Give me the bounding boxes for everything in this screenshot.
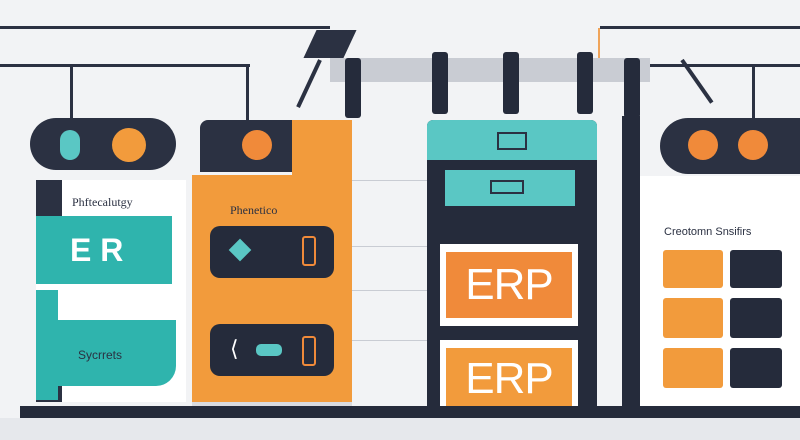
left-panel-side-tile — [36, 290, 58, 400]
center-panel-slot — [445, 170, 575, 206]
lamp-icon — [624, 58, 640, 118]
center-left-caption: Phenetico — [230, 203, 278, 217]
traffic-light-icon — [242, 130, 272, 160]
right-traffic-light — [660, 118, 800, 174]
right-grid-cell — [663, 250, 723, 288]
connector-line — [352, 180, 428, 181]
traffic-light-icon — [688, 130, 718, 160]
link-icon: ⟨ — [230, 336, 239, 361]
ceiling-rail — [330, 58, 650, 82]
left-panel-footer: Sycrrets — [78, 348, 123, 362]
center-tile-bottom: ERP — [446, 348, 572, 410]
lamp-icon — [345, 58, 361, 118]
connector-line — [352, 290, 428, 291]
right-grid-cell — [663, 298, 723, 338]
floor-shadow — [0, 418, 800, 440]
center-panel-header — [427, 120, 597, 160]
overhead-drop-1 — [70, 64, 73, 120]
rail-strut-left — [296, 59, 322, 108]
overhead-drop-2 — [246, 64, 249, 120]
left-traffic-light — [30, 118, 176, 170]
battery-icon — [302, 336, 316, 366]
center-left-accent — [292, 120, 352, 175]
overhead-drop-3 — [752, 64, 755, 120]
left-panel-title-tile — [36, 216, 172, 284]
left-panel-footer-tile — [58, 320, 176, 386]
traffic-light-icon — [112, 128, 146, 162]
left-panel-title: E R — [70, 232, 124, 268]
right-panel-caption: Creotomn Snsifirs — [664, 226, 752, 238]
right-grid-cell — [730, 298, 782, 338]
right-grid-cell — [730, 348, 782, 388]
lamp-icon — [577, 52, 593, 114]
traffic-light-icon — [738, 130, 768, 160]
overhead-wire-right2 — [650, 64, 800, 67]
center-panel-header-slot — [497, 132, 527, 150]
bottom-rail — [20, 406, 800, 418]
right-grid-cell — [730, 250, 782, 288]
battery-icon — [302, 236, 316, 266]
right-panel-post — [622, 116, 640, 418]
rail-bracket-left — [303, 30, 357, 58]
connector-line — [352, 340, 428, 341]
lamp-icon — [432, 52, 448, 114]
traffic-light-icon — [60, 130, 80, 160]
center-tile-top: ERP — [446, 252, 572, 318]
overhead-wire-orange — [598, 28, 600, 68]
right-grid-cell — [663, 348, 723, 388]
overhead-wire-right — [600, 26, 800, 29]
center-panel-slot-handle — [490, 180, 524, 194]
overhead-wire-top — [0, 26, 330, 29]
connector-line — [352, 246, 428, 247]
lamp-icon — [503, 52, 519, 114]
left-panel-caption: Phftecalutgy — [72, 195, 133, 209]
overhead-wire-left — [0, 64, 250, 67]
link-icon — [256, 344, 282, 356]
